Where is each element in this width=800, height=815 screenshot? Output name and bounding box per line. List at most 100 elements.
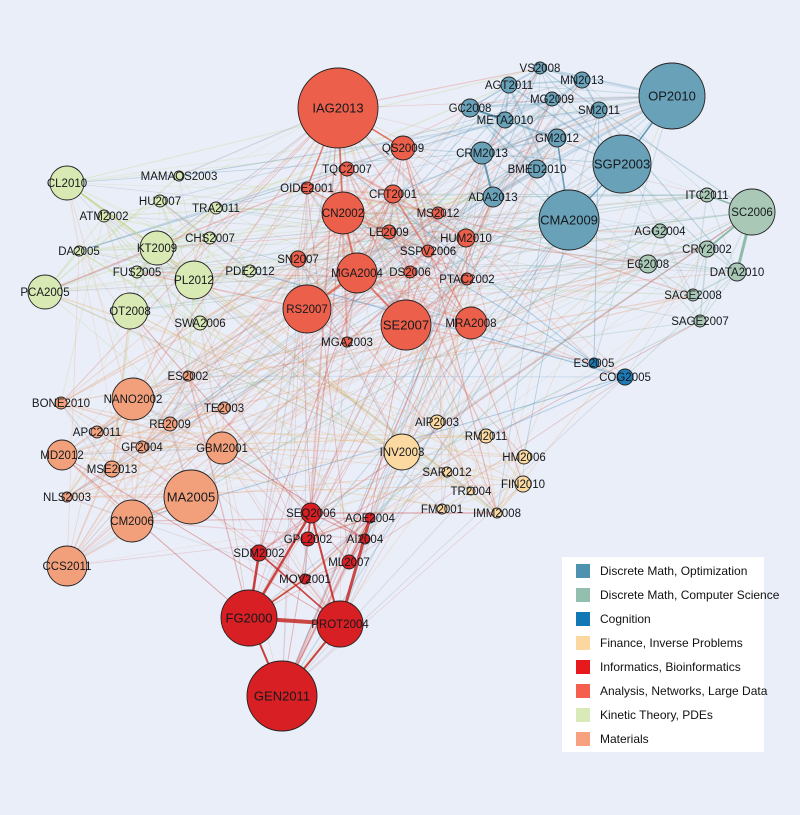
node-META2010[interactable] [496, 111, 514, 129]
node-CCS2011[interactable] [46, 545, 88, 587]
node-OIDE2001[interactable] [300, 181, 314, 195]
node-EG2008[interactable] [638, 254, 658, 274]
node-NLS2003[interactable] [61, 491, 73, 503]
node-DA2005[interactable] [73, 245, 85, 257]
network-edge [481, 109, 600, 154]
node-ITC2011[interactable] [699, 187, 715, 203]
node-SE2007[interactable] [380, 299, 432, 351]
node-ES2002[interactable] [182, 370, 194, 382]
node-OT2008[interactable] [111, 292, 149, 330]
node-VS2008[interactable] [533, 61, 547, 75]
node-IAG2013[interactable] [297, 67, 379, 149]
node-SWA2006[interactable] [192, 315, 208, 331]
node-SAGE2008[interactable] [686, 288, 700, 302]
network-edge [129, 107, 339, 312]
node-QS2009[interactable] [390, 135, 416, 161]
node-CN2002[interactable] [321, 191, 365, 235]
node-RS2007[interactable] [282, 284, 332, 334]
node-GPL2002[interactable] [300, 531, 316, 547]
node-AOE2004[interactable] [364, 512, 376, 524]
node-AGG2004[interactable] [652, 223, 668, 239]
node-ATM2002[interactable] [97, 209, 111, 223]
node-TRA2011[interactable] [209, 201, 223, 215]
node-MAMAOS2003[interactable] [173, 170, 185, 182]
node-DATA2010[interactable] [727, 262, 747, 282]
node-CL2010[interactable] [49, 165, 85, 201]
node-GEN2011[interactable] [246, 660, 318, 732]
node-PDE2012[interactable] [243, 264, 257, 278]
node-GM2012[interactable] [547, 128, 567, 148]
network-edge [131, 517, 371, 522]
node-LE2009[interactable] [381, 224, 397, 240]
network-edge [405, 324, 525, 458]
node-AIP2003[interactable] [429, 414, 445, 430]
node-SN2007[interactable] [289, 250, 307, 268]
node-SAGE2007[interactable] [693, 314, 707, 328]
node-CM2006[interactable] [110, 499, 154, 543]
node-HU2007[interactable] [153, 194, 167, 208]
node-PROT2004[interactable] [316, 600, 364, 648]
node-RE2009[interactable] [162, 416, 178, 432]
node-HUM2010[interactable] [456, 228, 476, 248]
node-SM2011[interactable] [590, 101, 608, 119]
node-CRY2002[interactable] [698, 240, 716, 258]
node-SAR2012[interactable] [441, 466, 453, 478]
node-PCA2005[interactable] [27, 274, 63, 310]
node-AI2004[interactable] [359, 533, 371, 545]
node-MN2013[interactable] [573, 71, 591, 89]
network-edge [60, 402, 171, 425]
node-MD2012[interactable] [46, 439, 78, 471]
node-CFT2001[interactable] [383, 184, 403, 204]
node-FIN2010[interactable] [514, 475, 532, 493]
network-edge [141, 147, 404, 448]
node-INV2003[interactable] [383, 433, 421, 471]
node-MS2012[interactable] [431, 206, 445, 220]
node-TE2003[interactable] [217, 401, 231, 415]
node-RM2011[interactable] [478, 428, 494, 444]
node-MSE2013[interactable] [103, 460, 121, 478]
node-SEQ2006[interactable] [300, 502, 322, 524]
node-KT2009[interactable] [139, 230, 175, 266]
node-SDM2002[interactable] [250, 544, 268, 562]
network-edge [281, 67, 541, 697]
node-SSPV2006[interactable] [421, 244, 435, 258]
network-edge [369, 471, 448, 519]
node-FUS2005[interactable] [130, 265, 144, 279]
node-OP2010[interactable] [638, 62, 706, 130]
node-PTAC2002[interactable] [460, 272, 474, 286]
node-GF2004[interactable] [135, 440, 149, 454]
node-APC2011[interactable] [90, 425, 104, 439]
node-SGP2003[interactable] [592, 134, 652, 194]
node-AGT2011[interactable] [500, 76, 518, 94]
node-IMM2008[interactable] [491, 507, 503, 519]
node-ADA2013[interactable] [482, 186, 504, 208]
node-BONE2010[interactable] [54, 396, 68, 410]
node-PL2012[interactable] [174, 260, 214, 300]
node-TQC2007[interactable] [339, 161, 355, 177]
node-HM2006[interactable] [516, 449, 532, 465]
node-MG2009[interactable] [544, 91, 560, 107]
network-edge [221, 322, 472, 449]
node-BMED2010[interactable] [527, 159, 547, 179]
network-edge [44, 237, 211, 293]
node-TR2004[interactable] [466, 486, 476, 496]
node-NANO2002[interactable] [111, 377, 155, 421]
node-MGA2003[interactable] [341, 336, 353, 348]
node-ES2005[interactable] [588, 357, 600, 369]
node-MRA2008[interactable] [454, 306, 488, 340]
node-COG2005[interactable] [616, 368, 634, 386]
node-MOV2001[interactable] [299, 573, 311, 585]
network-edge [496, 248, 708, 514]
node-GBM2001[interactable] [205, 431, 239, 465]
node-MA2005[interactable] [163, 469, 219, 525]
node-CHS2007[interactable] [203, 231, 217, 245]
node-CRM2013[interactable] [470, 141, 494, 165]
node-MGA2004[interactable] [336, 252, 378, 294]
node-ML2007[interactable] [341, 554, 357, 570]
node-CMA2009[interactable] [538, 189, 600, 251]
node-GC2008[interactable] [460, 98, 480, 118]
node-SC2006[interactable] [728, 188, 776, 236]
node-FM2001[interactable] [436, 503, 448, 515]
node-DS2006[interactable] [403, 265, 417, 279]
node-FG2000[interactable] [220, 589, 278, 647]
